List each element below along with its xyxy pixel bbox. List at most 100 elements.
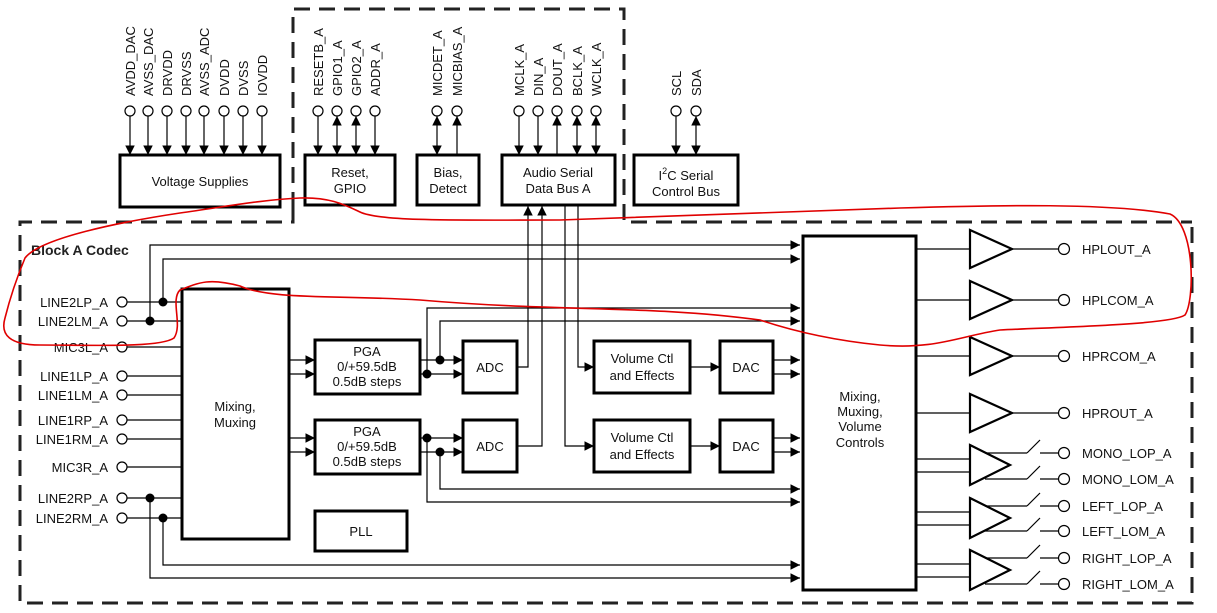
pin-terminal bbox=[432, 106, 442, 116]
reset-label: Reset, bbox=[331, 165, 369, 180]
pin-label: AVSS_ADC bbox=[197, 28, 212, 96]
pin-label: DRVDD bbox=[160, 50, 175, 96]
pin-addr-a: ADDR_A bbox=[368, 43, 383, 155]
output-right-lop-a: RIGHT_LOP_A bbox=[985, 545, 1172, 566]
pin-micdet-a: MICDET_A bbox=[430, 30, 445, 155]
pin-terminal bbox=[370, 106, 380, 116]
pin-terminal bbox=[351, 106, 361, 116]
pin-terminal bbox=[1059, 474, 1070, 485]
pin-label: GPIO2_A bbox=[349, 40, 364, 96]
pga-range: 0/+59.5dB bbox=[337, 439, 397, 454]
input-line2lm-a: LINE2LM_A bbox=[38, 314, 182, 329]
switch-icon bbox=[1027, 493, 1040, 506]
effects-label: and Effects bbox=[610, 368, 675, 383]
pin-label: RESETB_A bbox=[311, 28, 326, 96]
pin-iovdd: IOVDD bbox=[255, 55, 270, 155]
input-label: LINE2LP_A bbox=[40, 295, 108, 310]
pin-dvdd: DVDD bbox=[217, 59, 232, 155]
junction-dot bbox=[159, 298, 168, 307]
input-line1rm-a: LINE1RM_A bbox=[36, 432, 182, 447]
pin-resetb-a: RESETB_A bbox=[311, 28, 326, 155]
pin-gpio1-a: GPIO1_A bbox=[330, 40, 345, 155]
dac-left: DAC bbox=[720, 341, 773, 393]
output-label: LEFT_LOP_A bbox=[1082, 499, 1163, 514]
pga-range: 0/+59.5dB bbox=[337, 359, 397, 374]
line-output-amp: RIGHT_LOP_A RIGHT_LOM_A bbox=[916, 545, 1174, 592]
pin-terminal bbox=[1059, 526, 1070, 537]
reset-gpio-block: Reset, GPIO bbox=[305, 155, 395, 205]
input-label: MIC3R_A bbox=[52, 460, 109, 475]
pin-label: IOVDD bbox=[255, 55, 270, 96]
junction-dot bbox=[423, 434, 432, 443]
volume-label: Volume Ctl bbox=[611, 351, 674, 366]
pin-scl: SCL bbox=[669, 71, 684, 155]
pll-label: PLL bbox=[349, 524, 372, 539]
dac-label: DAC bbox=[732, 360, 759, 375]
output-left-lop-a: LEFT_LOP_A bbox=[985, 493, 1163, 514]
junction-dot bbox=[423, 370, 432, 379]
pin-wclk-a: WCLK_A bbox=[589, 42, 604, 155]
pin-label: GPIO1_A bbox=[330, 40, 345, 96]
input-mic3r-a: MIC3R_A bbox=[52, 460, 182, 475]
output-hprout-a: HPROUT_A bbox=[916, 394, 1153, 432]
pin-terminal bbox=[1059, 501, 1070, 512]
detect-label: Detect bbox=[429, 181, 467, 196]
input-line2rp-a: LINE2RP_A bbox=[38, 491, 182, 506]
pin-terminal bbox=[117, 434, 127, 444]
pin-label: ADDR_A bbox=[368, 43, 383, 96]
input-label: LINE1RM_A bbox=[36, 432, 109, 447]
pin-terminal bbox=[1059, 408, 1070, 419]
switch-icon bbox=[1027, 571, 1040, 584]
pin-terminal bbox=[671, 106, 681, 116]
input-line1lp-a: LINE1LP_A bbox=[40, 369, 182, 384]
pin-avss-dac: AVSS_DAC bbox=[141, 28, 156, 155]
input-label: LINE2RP_A bbox=[38, 491, 108, 506]
pin-label: SDA bbox=[689, 69, 704, 96]
pin-terminal bbox=[219, 106, 229, 116]
pin-label: WCLK_A bbox=[589, 42, 604, 96]
output-label: MONO_LOP_A bbox=[1082, 446, 1172, 461]
pin-terminal bbox=[125, 106, 135, 116]
output-label: RIGHT_LOM_A bbox=[1082, 577, 1174, 592]
effects-label: and Effects bbox=[610, 447, 675, 462]
pin-avss-adc: AVSS_ADC bbox=[197, 28, 212, 155]
pin-terminal bbox=[199, 106, 209, 116]
pin-bclk-a: BCLK_A bbox=[570, 46, 585, 155]
pin-terminal bbox=[143, 106, 153, 116]
pin-label: SCL bbox=[669, 71, 684, 96]
pin-terminal bbox=[162, 106, 172, 116]
pin-terminal bbox=[117, 462, 127, 472]
pin-terminal bbox=[117, 342, 127, 352]
output-label: HPRCOM_A bbox=[1082, 349, 1156, 364]
amplifier-icon bbox=[970, 281, 1012, 319]
pin-drvdd: DRVDD bbox=[160, 50, 175, 155]
i2c-label: I2C Serial bbox=[659, 166, 714, 183]
pin-terminal bbox=[1059, 351, 1070, 362]
pin-din-a: DIN_A bbox=[531, 57, 546, 155]
output-label: HPLCOM_A bbox=[1082, 293, 1154, 308]
junction-dot bbox=[159, 514, 168, 523]
pin-sda: SDA bbox=[689, 69, 704, 155]
output-label: HPLOUT_A bbox=[1082, 242, 1151, 257]
input-label: MIC3L_A bbox=[54, 340, 109, 355]
dac-label: DAC bbox=[732, 439, 759, 454]
pin-terminal bbox=[591, 106, 601, 116]
pin-terminal bbox=[332, 106, 342, 116]
pin-mclk-a: MCLK_A bbox=[512, 44, 527, 155]
out-volume-label: Volume bbox=[838, 419, 881, 434]
output-mono-lom-a: MONO_LOM_A bbox=[985, 466, 1174, 487]
pin-terminal bbox=[117, 371, 127, 381]
pin-label: AVDD_DAC bbox=[123, 26, 138, 96]
pin-label: DOUT_A bbox=[550, 43, 565, 96]
pin-terminal bbox=[117, 297, 127, 307]
pga-title: PGA bbox=[353, 344, 381, 359]
pga-right: PGA 0/+59.5dB 0.5dB steps bbox=[289, 420, 420, 474]
pin-terminal bbox=[572, 106, 582, 116]
output-mono-lop-a: MONO_LOP_A bbox=[985, 440, 1172, 461]
pin-terminal bbox=[533, 106, 543, 116]
pin-terminal bbox=[1059, 553, 1070, 564]
pin-terminal bbox=[313, 106, 323, 116]
input-line1lm-a: LINE1LM_A bbox=[38, 388, 182, 403]
output-label: LEFT_LOM_A bbox=[1082, 524, 1165, 539]
